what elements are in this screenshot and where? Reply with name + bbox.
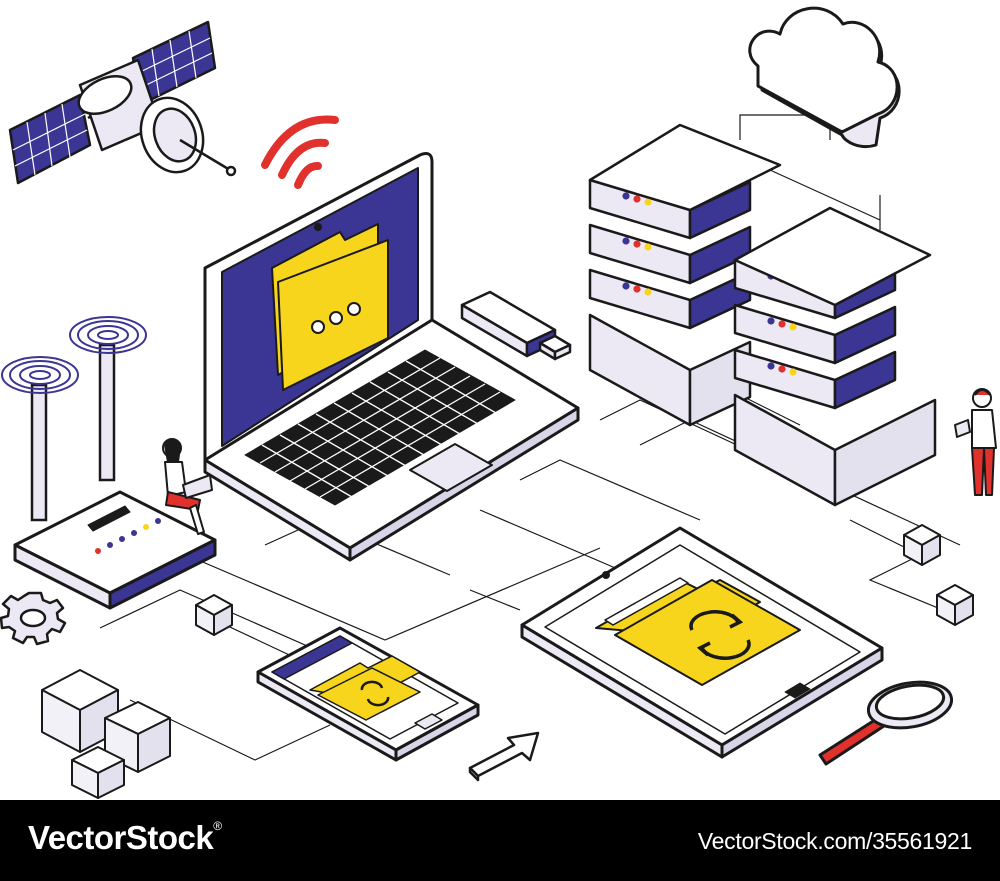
person-icon [954,388,997,496]
isometric-network-illustration [0,6,997,799]
watermark-footer: VectorStock® VectorStock.com/35561921 [0,800,1000,881]
wifi-icon [261,115,339,189]
cube-icon [71,746,125,799]
sync-icon [689,610,751,660]
brand-logo: VectorStock® [28,819,222,857]
router-icon [13,490,217,610]
server-rack-icon [588,123,782,427]
phone-icon [256,626,480,762]
cloud-icon [748,6,901,149]
cube-icon [41,669,119,753]
gear-icon [0,591,67,646]
cube-icon [903,524,941,566]
cube-icon [936,584,974,626]
cursor-arrow-icon [468,731,540,782]
server-rack-icon [733,206,937,507]
usb-stick-icon [460,290,572,361]
folder-icon [271,223,389,391]
person-icon [162,438,213,535]
antenna-icon [1,316,147,522]
sync-icon [360,680,390,707]
registered-mark: ® [213,819,222,833]
tablet-icon [520,526,884,759]
satellite-icon [8,20,237,185]
image-id: VectorStock.com/35561921 [697,828,972,854]
laptop-icon [203,152,580,562]
network-connection-lines [99,114,961,761]
brand-name: VectorStock [28,819,214,856]
magnifier-icon [818,680,954,766]
cube-icon [195,594,233,636]
